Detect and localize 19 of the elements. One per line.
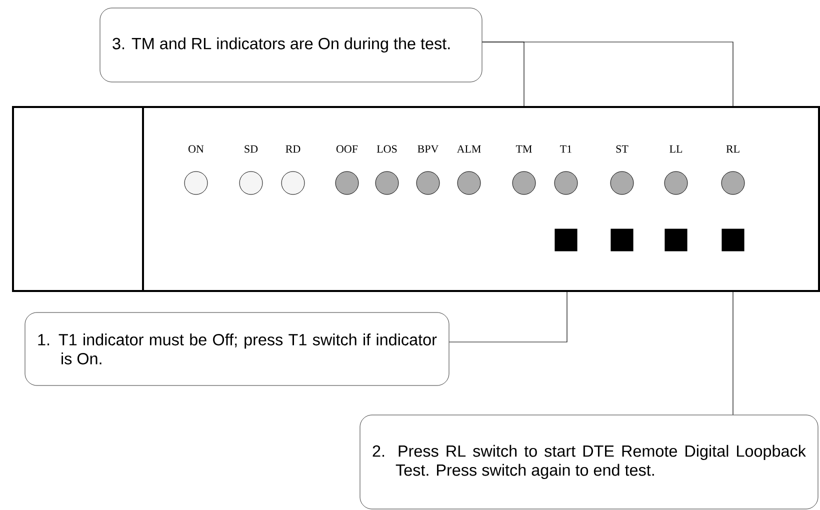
leader-line (448, 292, 568, 342)
indicator-label: T1 (560, 145, 572, 153)
indicator-label: ON (188, 145, 204, 153)
leader-line (732, 292, 734, 416)
callout-box: 1. T1 indicator must be Off; press T1 switch if indicator is On. (24, 312, 450, 386)
indicator-label: OOF (336, 145, 358, 153)
indicator-label: RD (286, 145, 300, 153)
callout-box: 3. TM and RL indicators are On during the test. (100, 8, 482, 82)
indicator-label: BPV (418, 145, 439, 153)
indicator-label: ST (616, 145, 628, 153)
indicator-label: RL (726, 145, 740, 153)
indicator-label: LL (670, 145, 682, 153)
indicator-label: TM (516, 145, 532, 153)
leader-line (482, 42, 734, 106)
indicator-label: ALM (456, 145, 481, 153)
indicator-label: SD (244, 145, 258, 153)
callout-box: 2. Press RL switch to start DTE Remote Digital Loopback Test. Press switch again to end test. (360, 414, 818, 510)
indicator-label: LOS (376, 145, 397, 153)
front-panel (12, 106, 820, 292)
